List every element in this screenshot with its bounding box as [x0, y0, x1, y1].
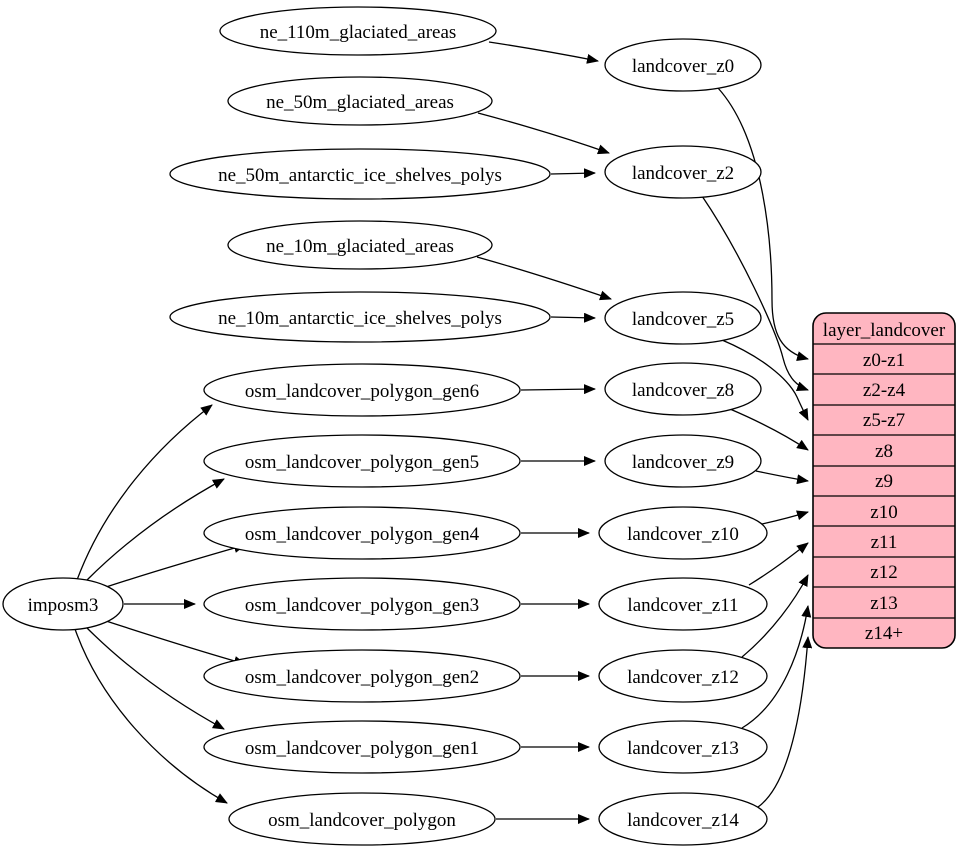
- node-label: landcover_z10: [627, 524, 739, 545]
- node-osm_landcover_polygon_gen5: osm_landcover_polygon_gen5: [203, 434, 521, 488]
- node-label: landcover_z13: [627, 738, 739, 759]
- node-imposm3: imposm3: [2, 577, 124, 631]
- node-landcover_z11: landcover_z11: [598, 577, 768, 631]
- node-label: imposm3: [28, 595, 99, 616]
- edge-imposm3-osm_landcover_polygon_gen4: [102, 543, 246, 589]
- node-label: ne_110m_glaciated_areas: [260, 22, 457, 43]
- edge-imposm3-osm_landcover_polygon_gen5: [85, 478, 225, 582]
- edges-group: [74, 41, 813, 824]
- node-landcover_z0: landcover_z0: [604, 38, 762, 92]
- edge-landcover_z2-row-z2-z4: [701, 195, 809, 392]
- node-label: landcover_z0: [632, 56, 734, 77]
- edge-ne_50m_antarctic_ice_shelves_polys-landcover_z2: [550, 168, 596, 179]
- record-row-z12: z12: [870, 562, 897, 583]
- node-ne_110m_glaciated_areas: ne_110m_glaciated_areas: [219, 6, 497, 56]
- edge-landcover_z5-row-z5-z7: [721, 339, 809, 421]
- node-osm_landcover_polygon_gen1: osm_landcover_polygon_gen1: [203, 720, 521, 774]
- record-node-layer_landcover: layer_landcover z0-z1 z2-z4 z5-z7 z8 z9 …: [812, 312, 956, 649]
- record-row-z14plus: z14+: [865, 623, 903, 644]
- node-ne_50m_glaciated_areas: ne_50m_glaciated_areas: [227, 76, 493, 126]
- node-label: ne_50m_glaciated_areas: [266, 92, 454, 113]
- nodes-group: ne_110m_glaciated_areas landcover_z0 ne_…: [2, 6, 768, 846]
- edge-ne_110m_glaciated_areas-landcover_z0: [488, 41, 599, 64]
- edge-ne_10m_antarctic_ice_shelves_polys-landcover_z5: [550, 312, 596, 323]
- node-landcover_z12: landcover_z12: [598, 649, 768, 703]
- node-osm_landcover_polygon_gen3: osm_landcover_polygon_gen3: [203, 577, 521, 631]
- record-row-z10: z10: [870, 502, 897, 523]
- node-osm_landcover_polygon: osm_landcover_polygon: [228, 792, 496, 846]
- node-label: osm_landcover_polygon_gen2: [245, 667, 479, 688]
- edge-imposm3-osm_landcover_polygon: [74, 628, 228, 804]
- edge-landcover_z13-row-z13: [741, 605, 812, 729]
- edge-landcover_z9-row-z9: [755, 470, 809, 485]
- node-landcover_z5: landcover_z5: [604, 291, 762, 345]
- node-label: osm_landcover_polygon_gen3: [245, 595, 479, 616]
- node-label: osm_landcover_polygon_gen6: [245, 381, 479, 402]
- record-row-z0-z1: z0-z1: [863, 350, 905, 371]
- node-landcover_z9: landcover_z9: [604, 434, 762, 488]
- node-label: ne_10m_antarctic_ice_shelves_polys: [218, 308, 502, 329]
- record-row-z2-z4: z2-z4: [863, 380, 906, 401]
- node-landcover_z13: landcover_z13: [598, 720, 768, 774]
- edge-ne_10m_glaciated_areas-landcover_z5: [476, 256, 612, 301]
- record-row-z8: z8: [875, 441, 893, 462]
- edge-landcover_z10-row-z10: [761, 510, 809, 525]
- record-row-z11: z11: [871, 532, 898, 553]
- edge-imposm3-osm_landcover_polygon_gen1: [85, 626, 225, 730]
- edge-landcover_z11-row-z11: [748, 542, 809, 586]
- node-landcover_z14: landcover_z14: [598, 792, 768, 846]
- node-label: ne_50m_antarctic_ice_shelves_polys: [218, 165, 502, 186]
- edge-landcover_z0-row-z0-z1: [717, 87, 809, 361]
- node-label: ne_10m_glaciated_areas: [266, 236, 454, 257]
- node-label: landcover_z9: [632, 452, 734, 473]
- record-row-z9: z9: [875, 471, 893, 492]
- record-row-z13: z13: [870, 593, 897, 614]
- node-landcover_z2: landcover_z2: [604, 145, 762, 199]
- node-label: osm_landcover_polygon: [268, 810, 456, 831]
- node-ne_10m_glaciated_areas: ne_10m_glaciated_areas: [227, 220, 493, 270]
- edge-landcover_z14-row-z14plus: [757, 636, 813, 808]
- node-label: osm_landcover_polygon_gen4: [245, 524, 480, 545]
- node-label: landcover_z2: [632, 163, 734, 184]
- node-label: landcover_z12: [627, 667, 739, 688]
- edge-landcover_z12-row-z12: [741, 574, 809, 658]
- node-osm_landcover_polygon_gen2: osm_landcover_polygon_gen2: [203, 649, 521, 703]
- node-label: landcover_z14: [627, 810, 739, 831]
- node-label: landcover_z5: [632, 309, 734, 330]
- node-ne_10m_antarctic_ice_shelves_polys: ne_10m_antarctic_ice_shelves_polys: [169, 291, 551, 343]
- edge-imposm3-osm_landcover_polygon_gen6: [76, 404, 213, 581]
- node-ne_50m_antarctic_ice_shelves_polys: ne_50m_antarctic_ice_shelves_polys: [169, 148, 551, 200]
- node-label: landcover_z11: [627, 595, 738, 616]
- edge-imposm3-osm_landcover_polygon_gen2: [102, 619, 246, 666]
- node-label: osm_landcover_polygon_gen1: [245, 738, 479, 759]
- node-label: osm_landcover_polygon_gen5: [245, 452, 479, 473]
- edge-osm_landcover_polygon_gen6-landcover_z8: [520, 384, 596, 395]
- node-osm_landcover_polygon_gen4: osm_landcover_polygon_gen4: [203, 506, 521, 560]
- edge-landcover_z8-row-z8: [729, 408, 809, 451]
- edge-ne_50m_glaciated_areas-landcover_z2: [477, 112, 610, 155]
- record-row-z5-z7: z5-z7: [863, 410, 905, 431]
- node-label: landcover_z8: [632, 380, 734, 401]
- node-landcover_z8: landcover_z8: [604, 362, 762, 416]
- record-title: layer_landcover: [823, 320, 946, 341]
- node-osm_landcover_polygon_gen6: osm_landcover_polygon_gen6: [203, 363, 521, 417]
- node-landcover_z10: landcover_z10: [598, 506, 768, 560]
